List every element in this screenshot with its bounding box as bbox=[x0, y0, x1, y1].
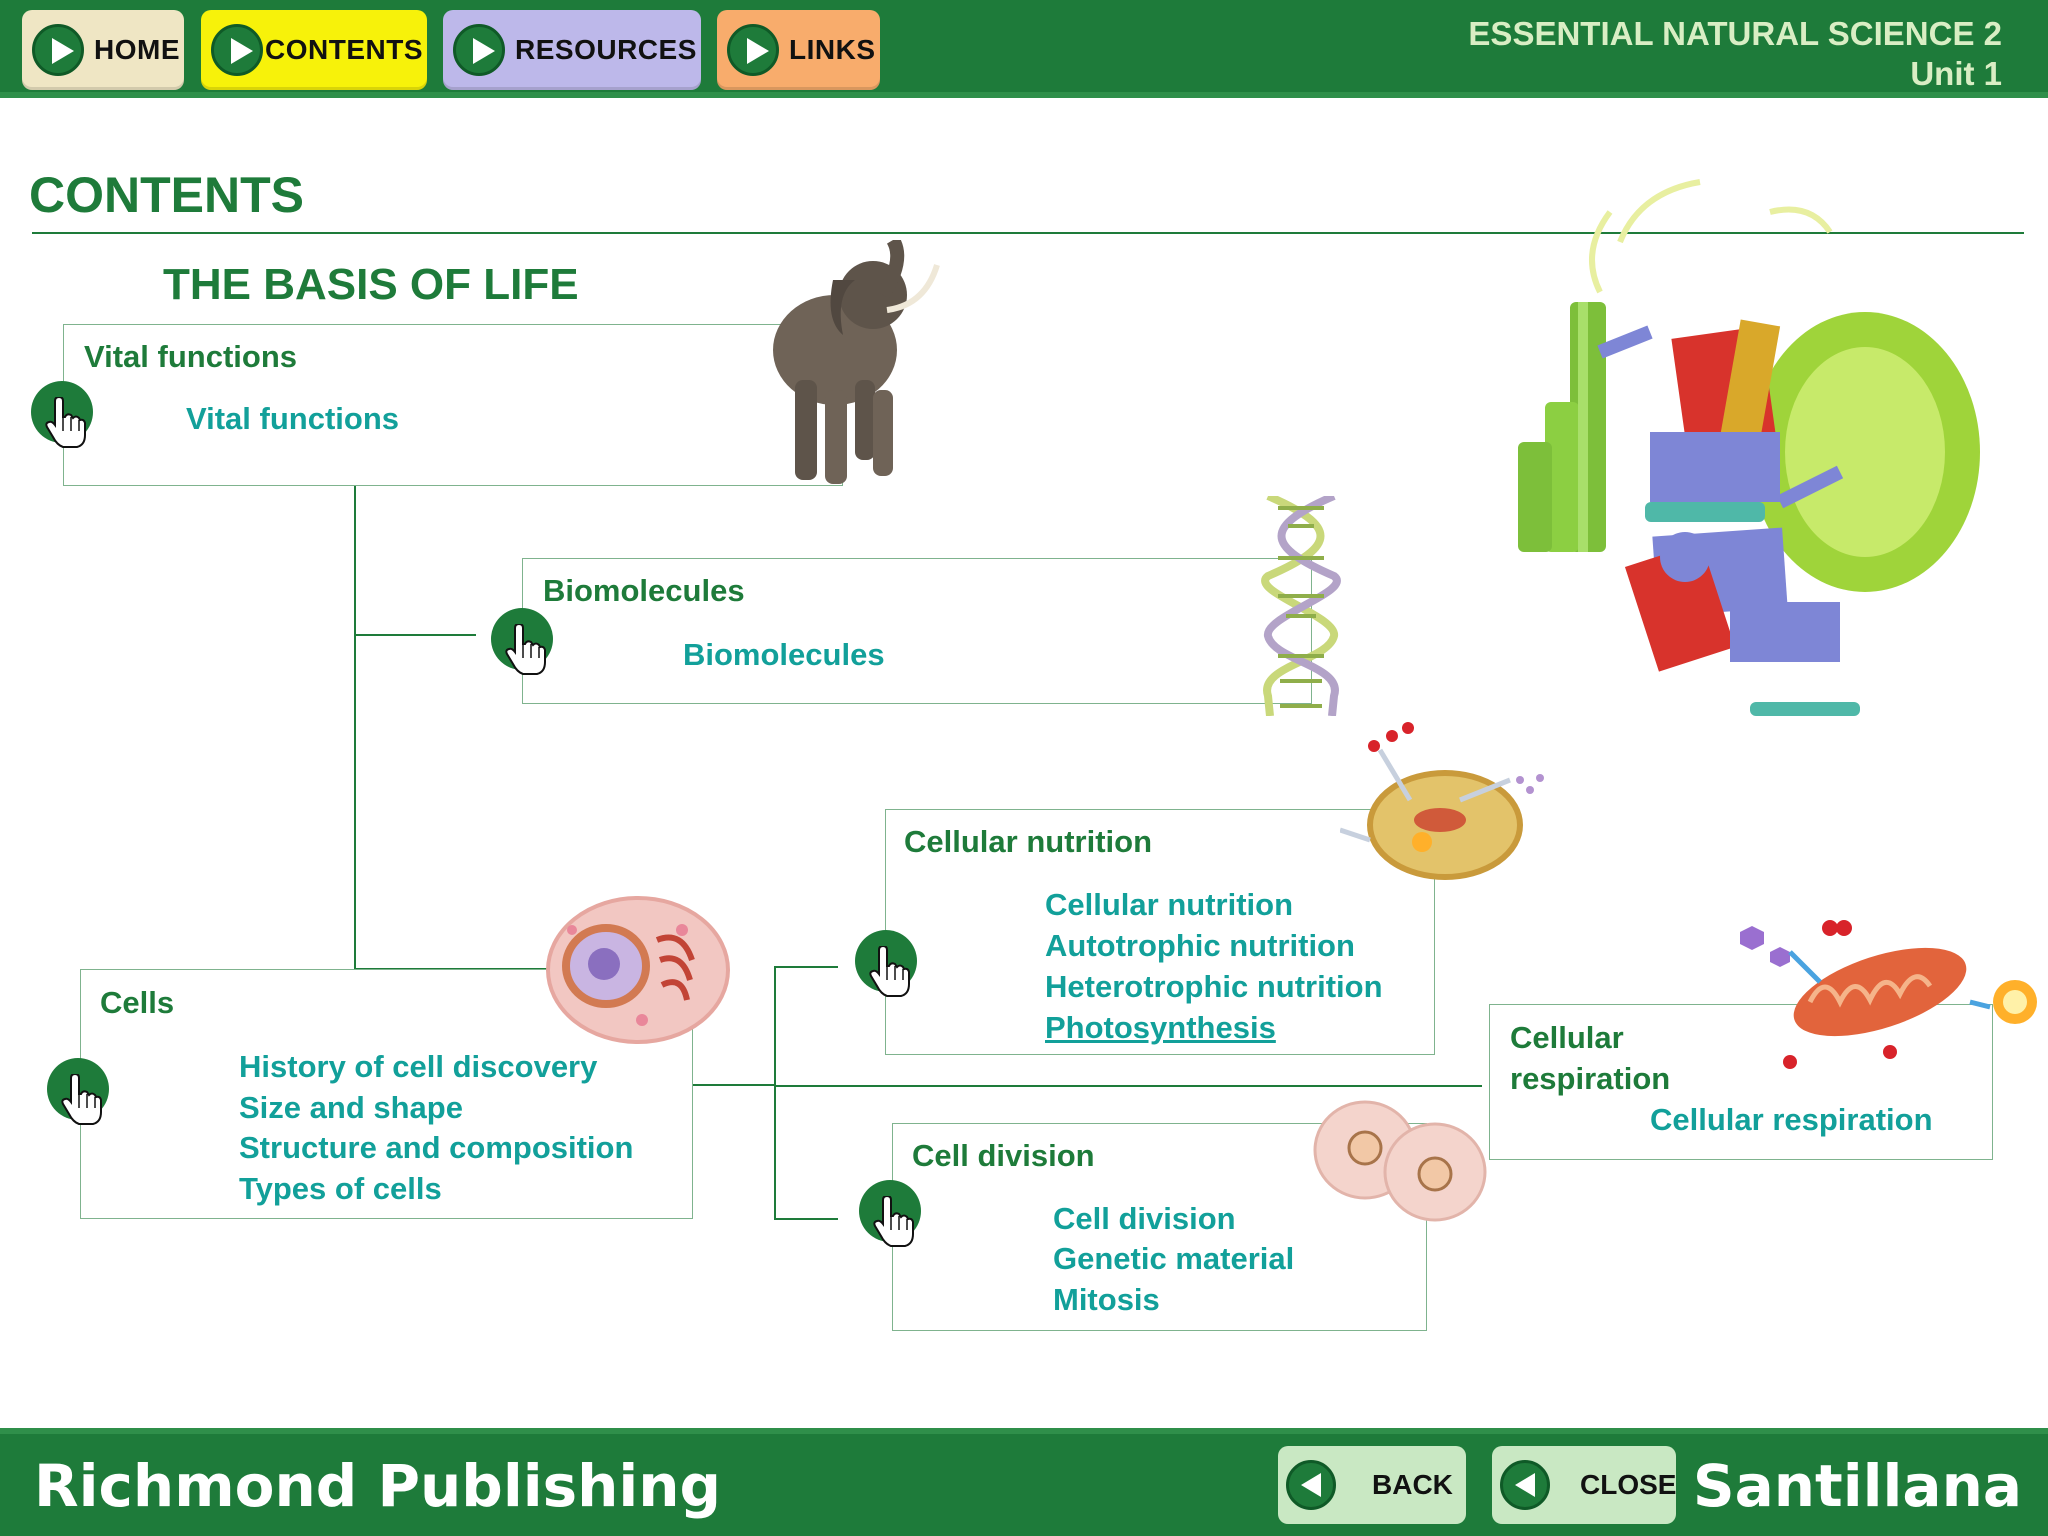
tree-connector bbox=[774, 1218, 838, 1220]
play-icon bbox=[727, 24, 779, 76]
musician-cell-illustration bbox=[1518, 179, 1980, 716]
division-link-cell[interactable]: Cell division bbox=[1053, 1201, 1236, 1236]
book-title: ESSENTIAL NATURAL SCIENCE 2 bbox=[1468, 15, 2002, 52]
back-button[interactable]: BACK bbox=[1278, 1446, 1466, 1524]
elephant-illustration bbox=[773, 240, 940, 484]
hand-pointer-icon bbox=[869, 946, 910, 997]
vital-functions-link[interactable]: Vital functions bbox=[186, 401, 400, 436]
title-divider bbox=[32, 232, 2024, 234]
resources-button-label: RESOURCES bbox=[515, 34, 697, 65]
division-link-genetic[interactable]: Genetic material bbox=[1053, 1241, 1295, 1276]
cellular-nutrition-title: Cellular nutrition bbox=[904, 824, 1152, 859]
close-button-label: CLOSE bbox=[1580, 1469, 1677, 1500]
vital-functions-go-button[interactable] bbox=[31, 381, 93, 448]
contents-button[interactable]: CONTENTS bbox=[201, 10, 427, 90]
bottom-bar bbox=[0, 1428, 2048, 1536]
page-title: CONTENTS bbox=[29, 167, 304, 223]
home-button-label: HOME bbox=[94, 34, 180, 65]
dividing-cell-illustration bbox=[1313, 1100, 1487, 1222]
hand-pointer-icon bbox=[505, 624, 546, 675]
nutrition-link-heterotrophic[interactable]: Heterotrophic nutrition bbox=[1045, 969, 1383, 1004]
santillana-logo: Santillana bbox=[1692, 1452, 2022, 1520]
home-button[interactable]: HOME bbox=[22, 10, 184, 90]
vital-functions-title: Vital functions bbox=[84, 339, 298, 374]
tree-connector bbox=[354, 486, 356, 970]
tree-connector bbox=[774, 966, 838, 968]
cells-title: Cells bbox=[100, 985, 175, 1020]
cells-go-button[interactable] bbox=[47, 1058, 109, 1125]
cells-link-structure[interactable]: Structure and composition bbox=[239, 1130, 634, 1165]
unit-label: Unit 1 bbox=[1910, 55, 2002, 92]
resources-button[interactable]: RESOURCES bbox=[443, 10, 701, 90]
play-icon bbox=[32, 24, 84, 76]
nutrition-link-photosynthesis[interactable]: Photosynthesis bbox=[1045, 1010, 1276, 1045]
play-icon bbox=[453, 24, 505, 76]
links-button[interactable]: LINKS bbox=[717, 10, 880, 90]
cells-link-history[interactable]: History of cell discovery bbox=[239, 1049, 598, 1084]
cellular-nutrition-go-button[interactable] bbox=[855, 930, 917, 997]
cell-division-go-button[interactable] bbox=[859, 1180, 921, 1247]
animal-cell-illustration bbox=[546, 896, 730, 1044]
biomolecules-link[interactable]: Biomolecules bbox=[683, 637, 885, 672]
tree-connector bbox=[776, 1085, 1482, 1087]
division-link-mitosis[interactable]: Mitosis bbox=[1053, 1282, 1160, 1317]
cellular-respiration-title-line1: Cellular bbox=[1510, 1020, 1624, 1055]
mitochondrion-illustration bbox=[1740, 920, 2037, 1069]
respiration-link-cellular[interactable]: Cellular respiration bbox=[1650, 1102, 1933, 1137]
cells-link-size[interactable]: Size and shape bbox=[239, 1090, 463, 1125]
back-arrow-icon bbox=[1500, 1460, 1550, 1510]
back-button-label: BACK bbox=[1372, 1469, 1453, 1500]
tree-connector bbox=[692, 1084, 774, 1086]
hand-pointer-icon bbox=[873, 1196, 914, 1247]
contents-button-label: CONTENTS bbox=[265, 34, 423, 65]
cellular-respiration-box bbox=[1489, 1004, 1993, 1160]
unit-title: THE BASIS OF LIFE bbox=[163, 260, 579, 309]
hand-pointer-icon bbox=[45, 397, 86, 448]
tree-connector bbox=[354, 634, 476, 636]
nutrition-link-cellular[interactable]: Cellular nutrition bbox=[1045, 887, 1293, 922]
biomolecules-title: Biomolecules bbox=[543, 573, 745, 608]
cells-link-types[interactable]: Types of cells bbox=[239, 1171, 442, 1206]
hand-pointer-icon bbox=[61, 1074, 102, 1125]
cell-nutrition-illustration bbox=[1340, 722, 1544, 880]
tree-connector bbox=[774, 966, 776, 1220]
dna-illustration bbox=[1261, 496, 1341, 716]
close-button[interactable]: CLOSE bbox=[1492, 1446, 1676, 1524]
publisher-logo: Richmond Publishing bbox=[34, 1452, 722, 1520]
cell-division-title: Cell division bbox=[912, 1138, 1095, 1173]
biomolecules-go-button[interactable] bbox=[491, 608, 553, 675]
cellular-respiration-title-line2: respiration bbox=[1510, 1061, 1671, 1096]
play-icon bbox=[211, 24, 263, 76]
book-title-block: ESSENTIAL NATURAL SCIENCE 2 Unit 1 bbox=[1468, 14, 2002, 94]
links-button-label: LINKS bbox=[789, 34, 876, 65]
nutrition-link-autotrophic[interactable]: Autotrophic nutrition bbox=[1045, 928, 1355, 963]
back-arrow-icon bbox=[1286, 1460, 1336, 1510]
